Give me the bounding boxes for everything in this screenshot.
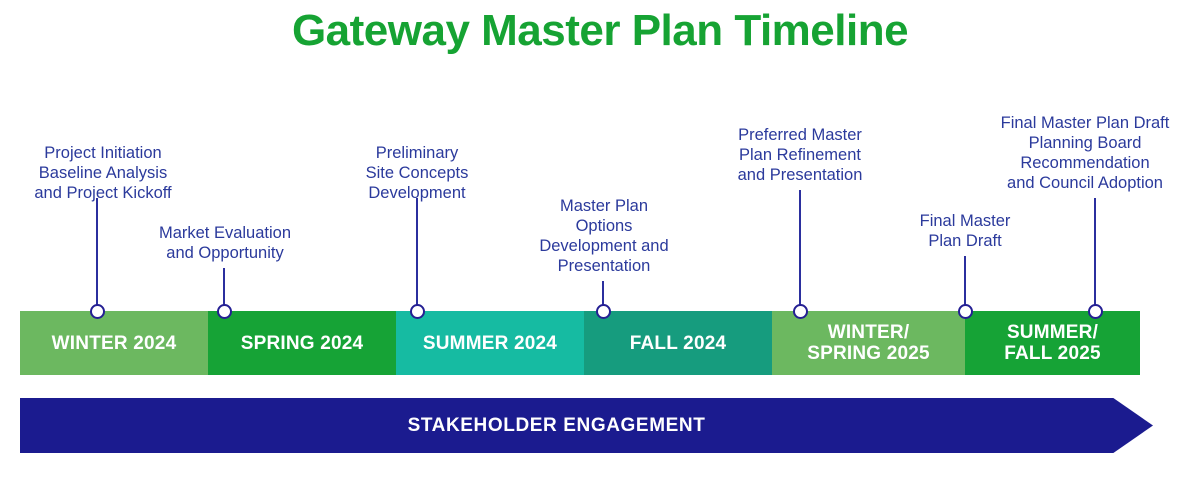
timeline-segment: FALL 2024 [584,311,772,375]
milestone-label: Project Initiation Baseline Analysis and… [34,144,172,202]
milestone-connector-line [1094,198,1096,311]
milestone-label: Final Master Plan Draft Planning Board R… [1000,114,1170,192]
milestone-connector-line [416,198,418,311]
milestone-marker-dot [409,303,425,319]
stakeholder-engagement-banner: STAKEHOLDER ENGAGEMENT [20,398,1153,453]
milestone-label: Master Plan Options Development and Pres… [539,197,669,275]
milestone-marker-dot [792,303,808,319]
milestone-marker-dot [216,303,232,319]
milestone-marker-dot [595,303,611,319]
stakeholder-engagement-label: STAKEHOLDER ENGAGEMENT [407,414,706,436]
milestone-connector-line [96,198,98,311]
milestone-marker-dot [957,303,973,319]
milestone-connector-line [602,281,604,311]
timeline-segment: SUMMER/ FALL 2025 [965,311,1140,375]
page-title: Gateway Master Plan Timeline [291,6,909,55]
timeline-segment: WINTER/ SPRING 2025 [772,311,965,375]
milestone-connector-line [964,256,966,311]
timeline-segment: SUMMER 2024 [396,311,584,375]
milestone-marker-dot [89,303,105,319]
milestone-connector-line [799,190,801,311]
milestone-connector-line [223,268,225,311]
timeline-segment: WINTER 2024 [20,311,208,375]
milestone-label: Market Evaluation and Opportunity [158,224,292,262]
milestone-label: Preferred Master Plan Refinement and Pre… [737,126,863,184]
milestone-marker-dot [1087,303,1103,319]
milestone-label: Preliminary Site Concepts Development [365,144,469,202]
timeline-segment: SPRING 2024 [208,311,396,375]
milestone-label: Final Master Plan Draft [919,212,1011,250]
